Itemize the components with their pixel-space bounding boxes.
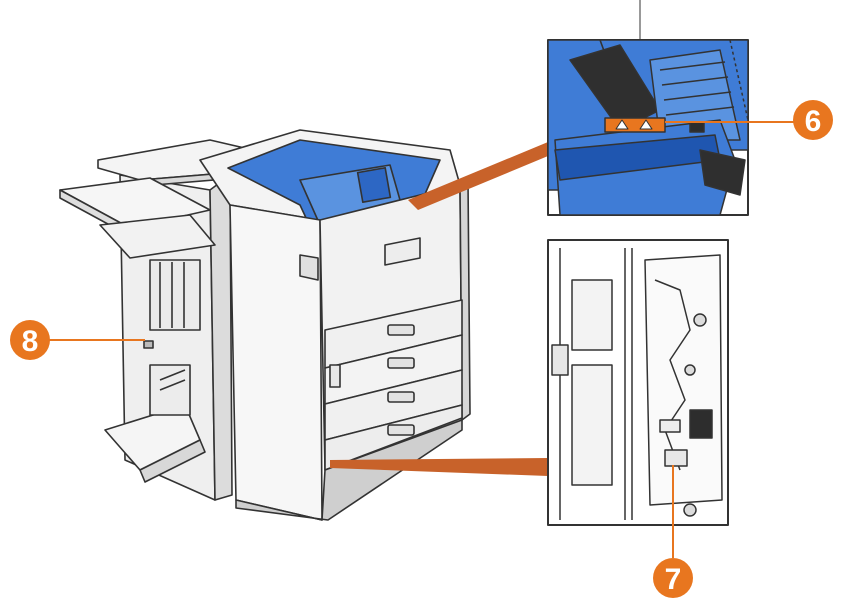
inset-top-detail (547, 0, 749, 216)
callout-6: 6 (793, 100, 833, 140)
warning-label (604, 117, 666, 133)
callout-leaders (46, 121, 795, 558)
callout-8: 8 (10, 320, 50, 360)
callout-7: 7 (653, 558, 693, 598)
finisher-unit (59, 139, 263, 501)
callout-label-7: 7 (665, 563, 682, 596)
inset-bottom-detail (547, 239, 729, 526)
callout-label-6: 6 (805, 105, 822, 138)
callout-marker-6 (793, 100, 833, 140)
leader-wedge-top (408, 142, 548, 210)
copier-body (199, 129, 471, 521)
callout-marker-8 (10, 320, 50, 360)
callout-marker-7 (653, 558, 693, 598)
leader-wedge-bottom (330, 458, 548, 476)
finisher-label-plate (143, 340, 154, 349)
callout-label-8: 8 (22, 325, 39, 358)
leader-wedges (330, 142, 548, 476)
